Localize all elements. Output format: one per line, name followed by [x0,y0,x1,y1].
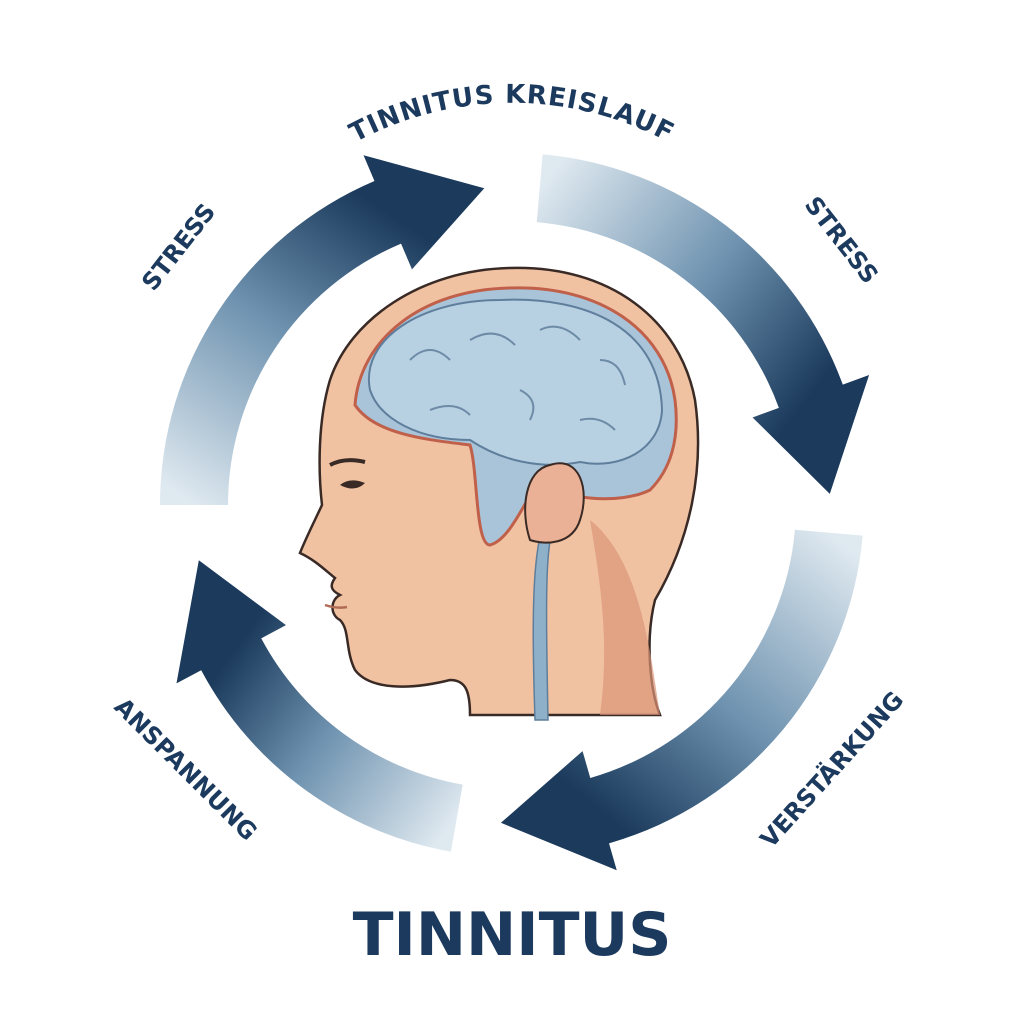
cycle-arrow-right [536,154,870,494]
bottom-title: TINNITUS [353,900,672,970]
head-profile-icon [298,266,700,721]
cycle-arrow-top-left [160,155,485,505]
cycle-arrow-bottom-right [500,529,863,871]
ear-icon [524,462,585,544]
label-stress-right: STRESS [799,191,884,289]
label-stress-top-left: STRESS [136,198,221,296]
cycle-arrow-bottom-left [176,560,463,852]
cycle-arrows [160,154,870,871]
diagram-title: TINNITUS KREISLAUF [345,80,679,149]
